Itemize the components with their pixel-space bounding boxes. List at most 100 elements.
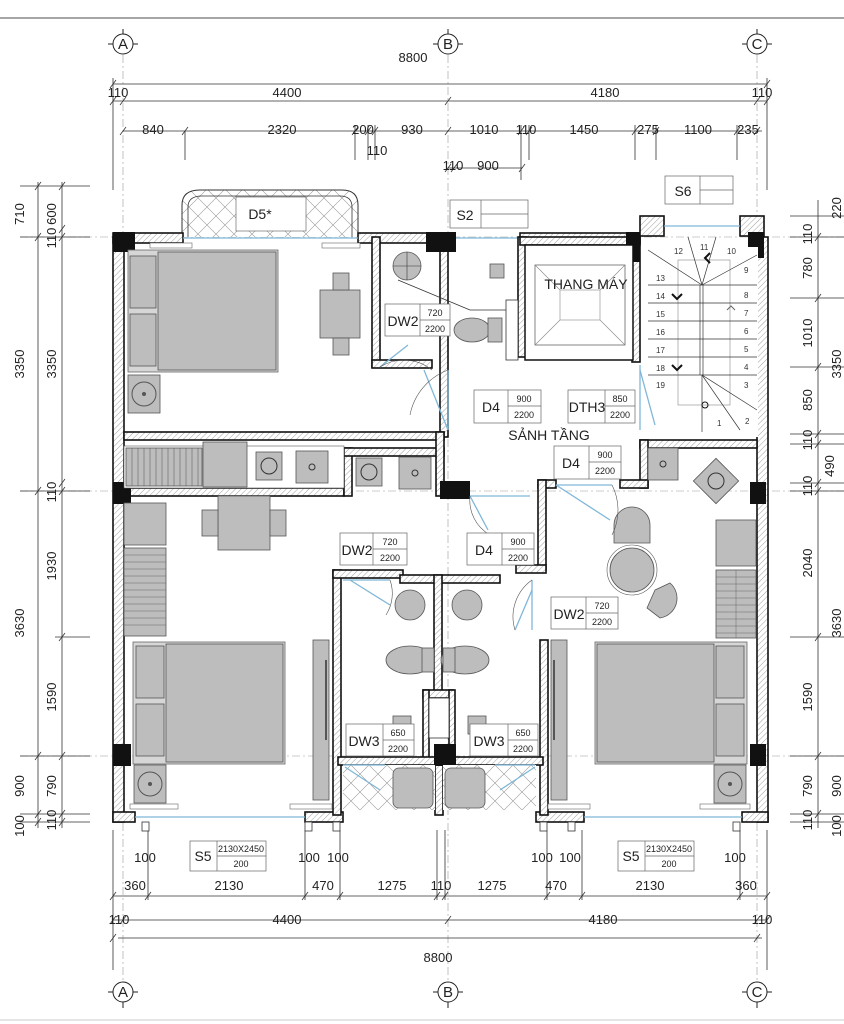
window-posts <box>141 821 741 832</box>
svg-text:S5: S5 <box>194 848 211 864</box>
svg-text:1590: 1590 <box>44 683 59 712</box>
tag-d4-mid: D4 900 2200 <box>466 532 535 566</box>
svg-text:110: 110 <box>367 143 388 158</box>
svg-text:2320: 2320 <box>268 122 297 137</box>
svg-text:2200: 2200 <box>425 324 445 334</box>
svg-text:15: 15 <box>656 310 665 319</box>
svg-text:900: 900 <box>516 394 531 404</box>
svg-text:2200: 2200 <box>592 617 612 627</box>
svg-text:3350: 3350 <box>829 350 844 379</box>
tag-d4-right: D4 900 2200 <box>553 445 622 480</box>
svg-text:100: 100 <box>134 850 156 865</box>
svg-text:4400: 4400 <box>273 912 302 927</box>
top-dimensions: 8800 110 4400 4180 110 840 2320 200 110 … <box>108 50 773 190</box>
svg-text:850: 850 <box>800 389 815 411</box>
svg-text:S2: S2 <box>456 207 473 223</box>
svg-text:100: 100 <box>724 850 746 865</box>
svg-text:4180: 4180 <box>589 912 618 927</box>
svg-text:A: A <box>118 36 128 53</box>
svg-text:14: 14 <box>656 292 665 301</box>
svg-text:100: 100 <box>559 850 581 865</box>
svg-text:110: 110 <box>800 430 815 451</box>
svg-text:110: 110 <box>109 912 130 927</box>
lobby-label: SẢNH TẦNG <box>508 427 589 443</box>
svg-text:1275: 1275 <box>378 878 407 893</box>
tag-s2: S2 <box>449 199 529 229</box>
svg-text:18: 18 <box>656 364 665 373</box>
svg-text:100: 100 <box>327 850 349 865</box>
tag-dw2-top: DW2 720 2200 <box>384 303 451 337</box>
svg-text:10: 10 <box>727 247 736 256</box>
building-plan: D5* <box>112 189 769 823</box>
svg-text:3630: 3630 <box>12 609 27 638</box>
svg-text:930: 930 <box>401 122 423 137</box>
svg-text:110: 110 <box>800 810 815 831</box>
svg-text:D4: D4 <box>475 542 493 558</box>
svg-text:19: 19 <box>656 381 665 390</box>
svg-text:110: 110 <box>108 85 129 100</box>
svg-text:900: 900 <box>477 158 499 173</box>
svg-text:235: 235 <box>737 122 759 137</box>
svg-text:200: 200 <box>661 859 676 869</box>
svg-text:490: 490 <box>822 455 837 477</box>
wall-left <box>112 236 125 823</box>
svg-text:200: 200 <box>352 122 374 137</box>
svg-text:DW2: DW2 <box>341 542 372 558</box>
svg-text:110: 110 <box>752 85 773 100</box>
svg-text:275: 275 <box>637 122 659 137</box>
svg-text:470: 470 <box>545 878 567 893</box>
svg-text:17: 17 <box>656 346 665 355</box>
tag-d4-lobby: D4 900 2200 <box>473 389 542 424</box>
elevator-label: THANG MÁY <box>544 276 628 292</box>
wall-right <box>756 236 769 823</box>
svg-text:100: 100 <box>12 815 27 837</box>
svg-text:2200: 2200 <box>513 744 533 754</box>
svg-text:8800: 8800 <box>399 50 428 65</box>
svg-text:DW2: DW2 <box>387 313 418 329</box>
svg-text:850: 850 <box>612 394 627 404</box>
svg-text:3350: 3350 <box>44 350 59 379</box>
tag-d5 <box>235 196 307 232</box>
svg-text:B: B <box>443 984 453 1001</box>
grid-bubble-c-top: C <box>742 29 772 55</box>
svg-text:110: 110 <box>443 158 464 173</box>
svg-text:DW3: DW3 <box>473 733 504 749</box>
svg-text:B: B <box>443 36 453 53</box>
svg-text:2200: 2200 <box>595 466 615 476</box>
svg-text:11: 11 <box>700 243 709 252</box>
svg-text:780: 780 <box>800 257 815 279</box>
svg-text:2130: 2130 <box>636 878 665 893</box>
svg-text:900: 900 <box>597 450 612 460</box>
svg-text:110: 110 <box>44 810 59 831</box>
svg-text:360: 360 <box>735 878 757 893</box>
tag-dw3-left: DW3 650 2200 <box>345 723 415 757</box>
svg-text:C: C <box>752 36 763 53</box>
svg-text:110: 110 <box>752 912 773 927</box>
svg-text:DW3: DW3 <box>348 733 379 749</box>
svg-text:D4: D4 <box>562 455 580 471</box>
tag-s5-right: S5 2130X2450 200 <box>617 840 695 872</box>
svg-text:S5: S5 <box>622 848 639 864</box>
arrow-icon <box>726 305 736 311</box>
grid-bubble-b-bottom: B <box>433 981 463 1008</box>
svg-text:790: 790 <box>800 775 815 797</box>
svg-text:360: 360 <box>124 878 146 893</box>
svg-text:2130X2450: 2130X2450 <box>646 844 692 854</box>
tag-s5-left: S5 2130X2450 200 <box>189 840 267 872</box>
svg-text:8: 8 <box>744 291 749 300</box>
svg-text:12: 12 <box>674 247 683 256</box>
svg-text:4400: 4400 <box>273 85 302 100</box>
svg-text:3630: 3630 <box>829 609 844 638</box>
svg-text:470: 470 <box>312 878 334 893</box>
svg-text:220: 220 <box>829 197 844 219</box>
svg-text:1010: 1010 <box>800 319 815 348</box>
svg-text:2130: 2130 <box>215 878 244 893</box>
svg-text:710: 710 <box>12 203 27 225</box>
svg-text:2040: 2040 <box>800 549 815 578</box>
left-dimensions: 710 3350 3630 900 100 600 110 3350 110 1… <box>12 181 90 837</box>
svg-text:9: 9 <box>744 266 749 275</box>
svg-text:110: 110 <box>800 476 815 497</box>
svg-text:6: 6 <box>744 327 749 336</box>
svg-text:3350: 3350 <box>12 350 27 379</box>
